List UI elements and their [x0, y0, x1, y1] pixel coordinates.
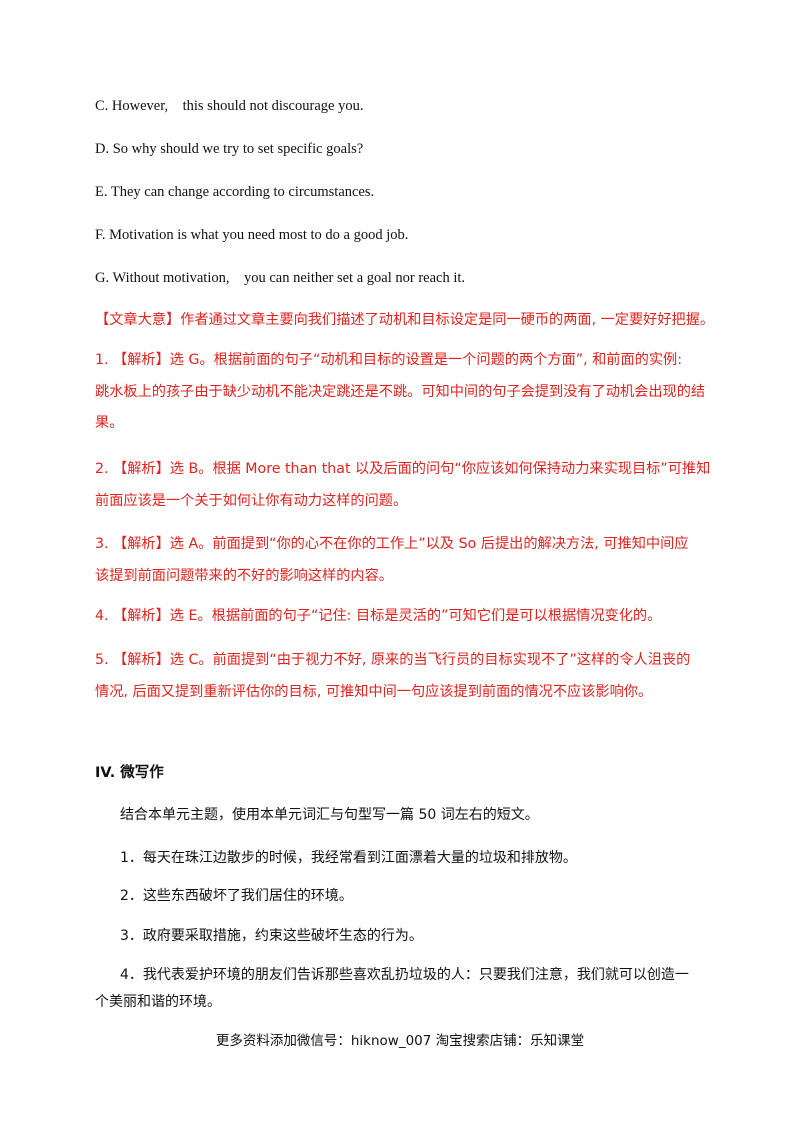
explanation-line: 果。	[95, 415, 124, 431]
explanation-line: 该提到前面问题带来的不好的影响这样的内容。	[95, 567, 393, 584]
explanation-1: 1. 【解析】选 G。根据前面的句子“动机和目标的设置是一个问题的两个方面”, …	[95, 350, 710, 445]
explanation-line: 1. 【解析】选 G。根据前面的句子“动机和目标的设置是一个问题的两个方面”, …	[95, 352, 682, 368]
explanation-line: 跳水板上的孩子由于缺少动机不能决定跳还是不跳。可知中间的句子会提到没有了动机会出…	[95, 383, 706, 400]
writing-item-4-continued: 个美丽和谐的环境。	[95, 994, 221, 1010]
explanation-line: 前面应该是一个关于如何让你有动力这样的问题。	[95, 492, 408, 509]
page-footer: 更多资料添加微信号：hiknow_007 淘宝搜索店铺：乐知课堂	[215, 1033, 585, 1049]
writing-item-3: 3．政府要采取措施，约束这些破坏生态的行为。	[120, 928, 423, 944]
option-g: G. Without motivation, you can neither s…	[95, 270, 466, 286]
explanation-3: 3. 【解析】选 A。前面提到“你的心不在你的工作上”以及 So 后提出的解决方…	[95, 534, 710, 597]
summary-paragraph: 【文章大意】作者通过文章主要向我们描述了动机和目标设定是同一硬币的两面, 一定要…	[95, 310, 715, 342]
explanation-line: 5. 【解析】选 C。前面提到“由于视力不好, 原来的当飞行员的目标实现不了”这…	[95, 652, 691, 668]
explanation-5: 5. 【解析】选 C。前面提到“由于视力不好, 原来的当飞行员的目标实现不了”这…	[95, 650, 710, 713]
explanation-line: 2. 【解析】选 B。根据 More than that 以及后面的问句“你应该…	[95, 461, 711, 477]
explanation-4: 4. 【解析】选 E。根据前面的句子“记住: 目标是灵活的”可知它们是可以根据情…	[95, 606, 710, 638]
explanation-line: 4. 【解析】选 E。根据前面的句子“记住: 目标是灵活的”可知它们是可以根据情…	[95, 608, 662, 624]
explanation-line: 3. 【解析】选 A。前面提到“你的心不在你的工作上”以及 So 后提出的解决方…	[95, 536, 689, 552]
summary-text: 【文章大意】作者通过文章主要向我们描述了动机和目标设定是同一硬币的两面, 一定要…	[95, 312, 715, 328]
section-intro: 结合本单元主题，使用本单元词汇与句型写一篇 50 词左右的短文。	[120, 807, 539, 823]
writing-item-2: 2．这些东西破坏了我们居住的环境。	[120, 888, 353, 904]
option-d: D. So why should we try to set specific …	[95, 141, 364, 157]
option-c: C. However, this should not discourage y…	[95, 98, 364, 114]
option-f: F. Motivation is what you need most to d…	[95, 227, 409, 243]
explanation-2: 2. 【解析】选 B。根据 More than that 以及后面的问句“你应该…	[95, 459, 710, 522]
option-e: E. They can change according to circumst…	[95, 184, 375, 200]
explanation-line: 情况, 后面又提到重新评估你的目标, 可推知中间一句应该提到前面的情况不应该影响…	[95, 683, 653, 700]
writing-item-1: 1．每天在珠江边散步的时候，我经常看到江面漂着大量的垃圾和排放物。	[120, 850, 577, 866]
section-heading: IV. 微写作	[95, 765, 164, 781]
writing-item-4: 4．我代表爱护环境的朋友们告诉那些喜欢乱扔垃圾的人：只要我们注意，我们就可以创造…	[120, 967, 689, 983]
